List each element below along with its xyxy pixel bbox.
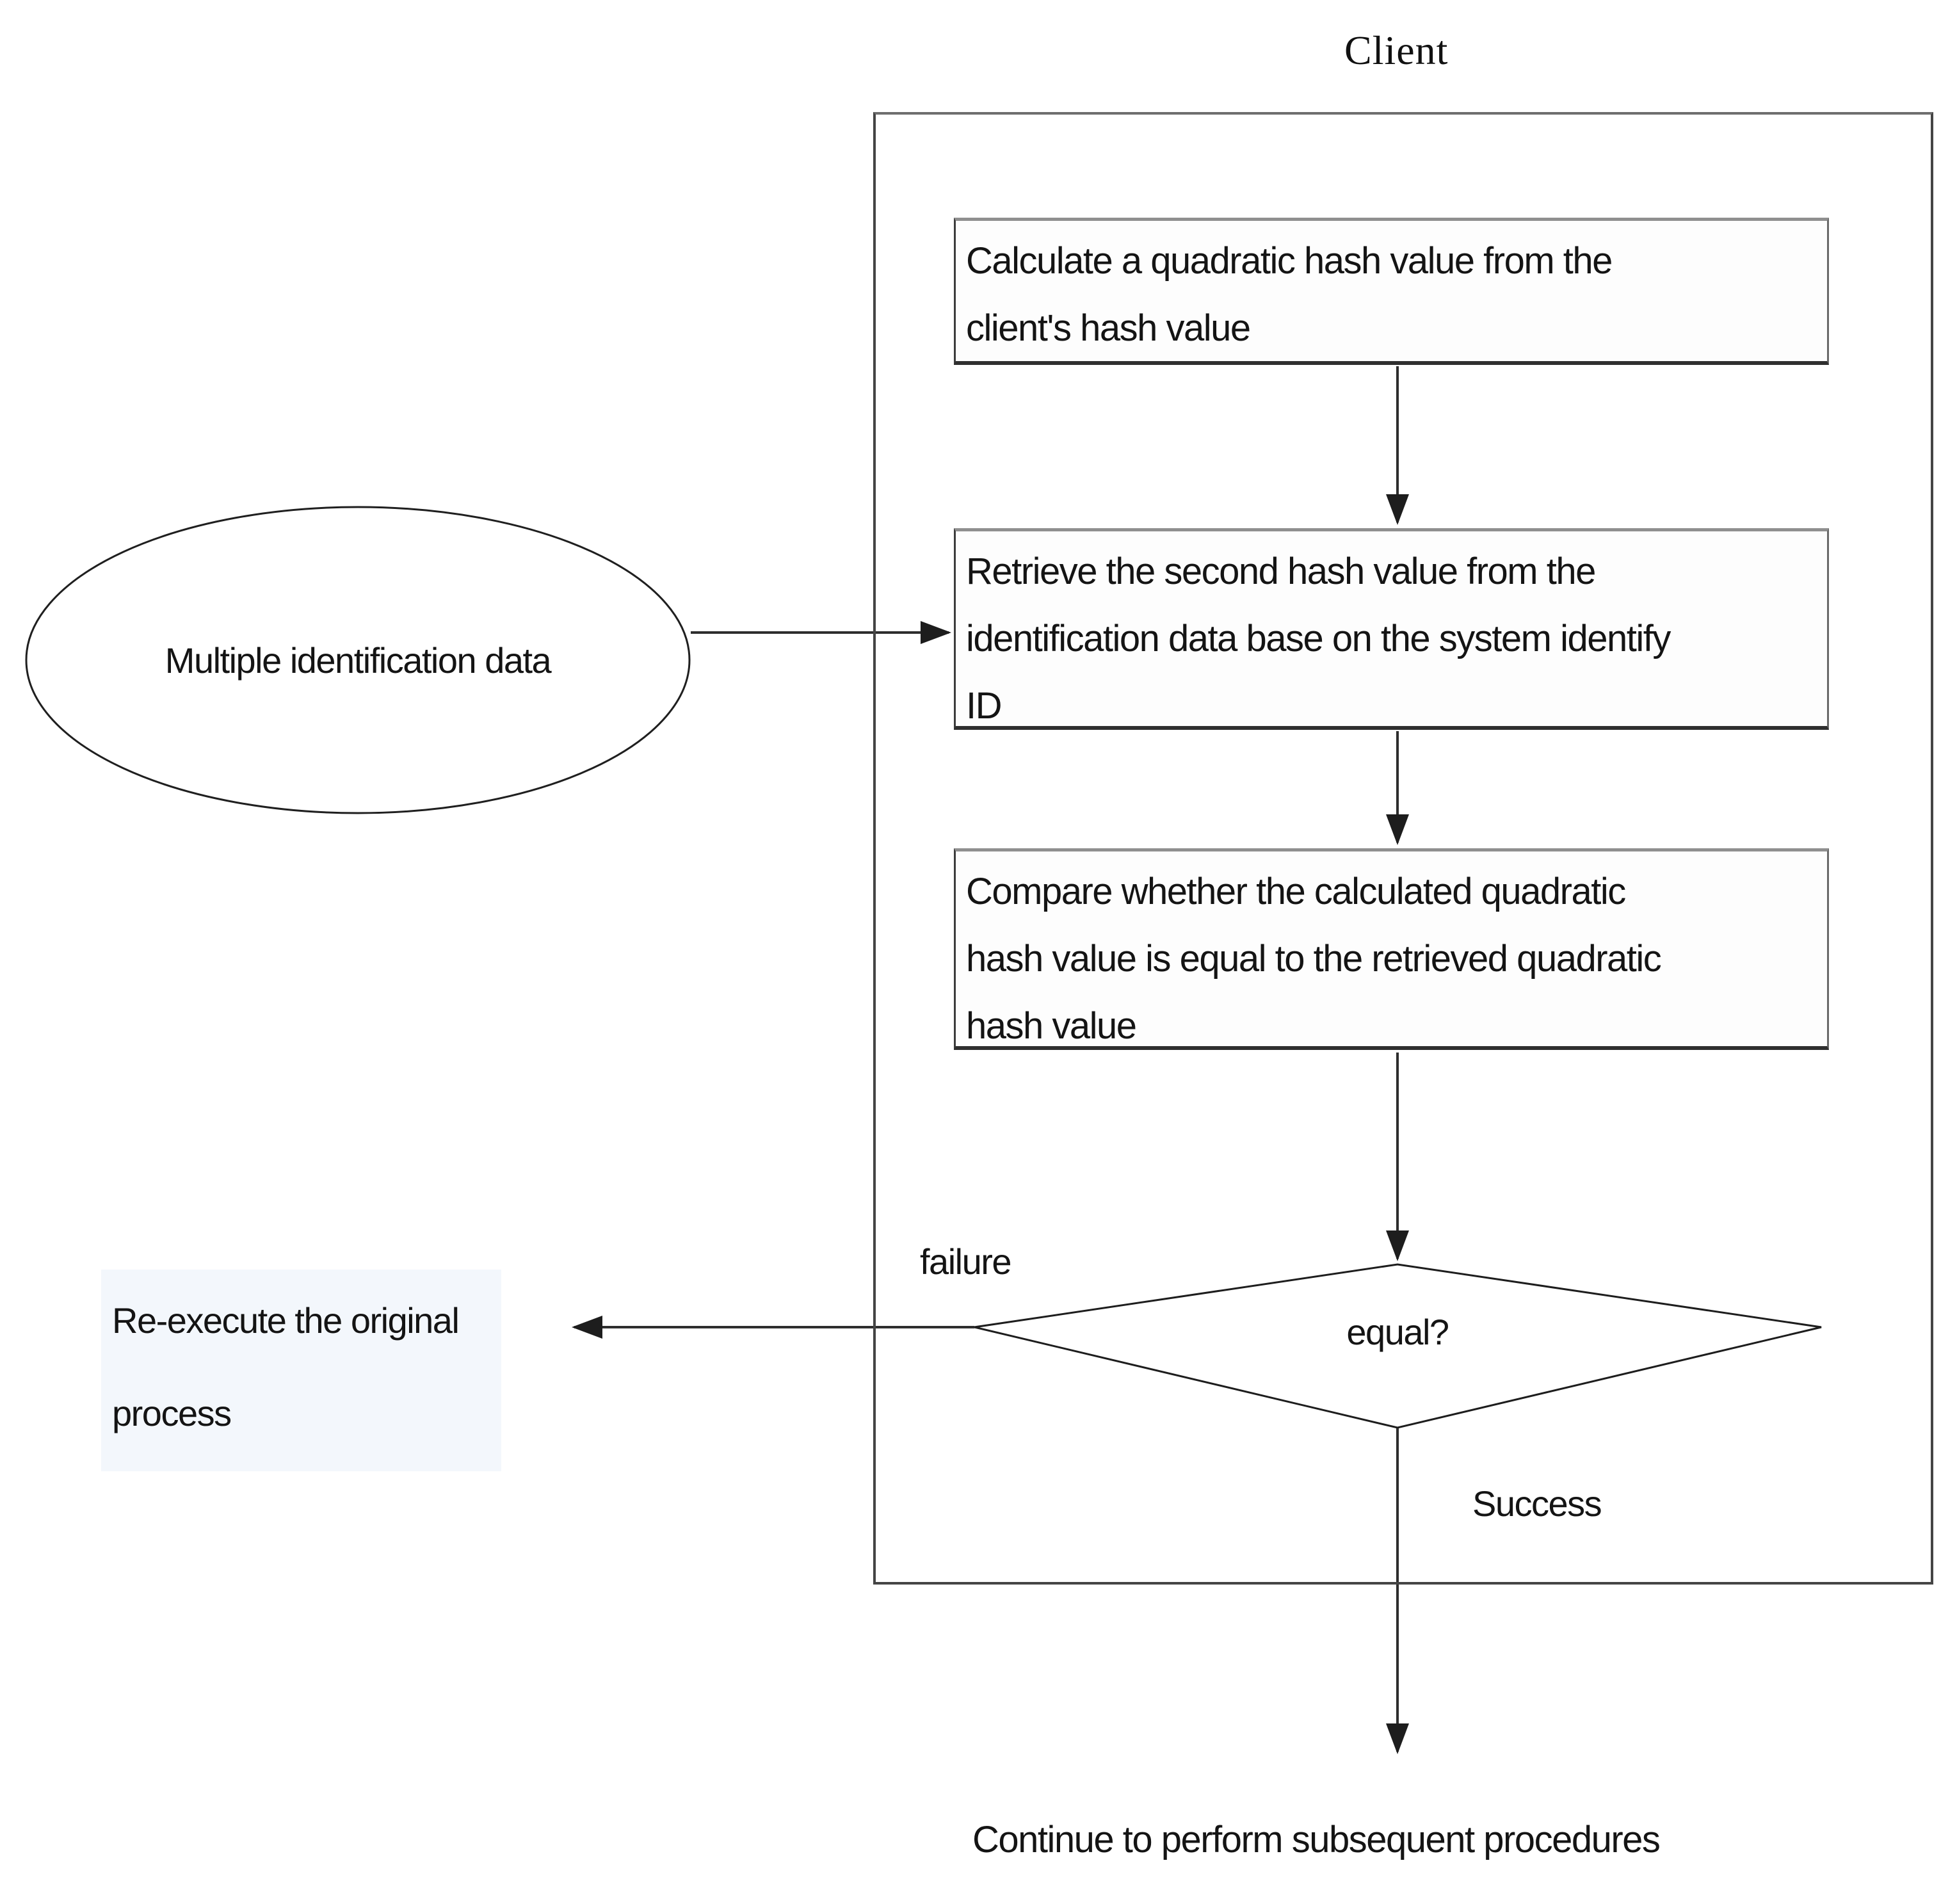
process-box-compare-line2: hash value is equal to the retrieved qua… [966, 938, 1662, 980]
process-box-retrieve-line1: Retrieve the second hash value from the [966, 551, 1596, 592]
process-box-calculate-line2: client's hash value [966, 307, 1251, 349]
process-box-retrieve: Retrieve the second hash value from the … [954, 528, 1829, 730]
reexecute-highlight [101, 1270, 501, 1471]
annotation-continue: Continue to perform subsequent procedure… [972, 1819, 1661, 1860]
edge-label-success: Success [1472, 1483, 1602, 1524]
process-box-retrieve-line2: identification data base on the system i… [966, 618, 1671, 659]
start-ellipse-label: Multiple identification data [165, 640, 552, 681]
process-box-retrieve-line3: ID [966, 685, 1003, 727]
start-ellipse-node: Multiple identification data [26, 507, 689, 813]
process-box-compare-line1: Compare whether the calculated quadratic [966, 871, 1626, 912]
annotation-reexecute-line1: Re-execute the original [112, 1300, 460, 1341]
decision-label: equal? [1346, 1311, 1449, 1352]
process-box-calculate: Calculate a quadratic hash value from th… [954, 218, 1829, 365]
diagram-title: Client [1344, 28, 1449, 73]
decision-node: equal? [1205, 1293, 1590, 1370]
start-ellipse-shape [25, 506, 691, 814]
process-box-compare: Compare whether the calculated quadratic… [954, 848, 1829, 1050]
process-box-calculate-line1: Calculate a quadratic hash value from th… [966, 240, 1613, 282]
edge-label-failure: failure [920, 1241, 1012, 1282]
decision-diamond-shape [974, 1263, 1822, 1429]
annotation-reexecute-line2: process [112, 1393, 232, 1433]
process-box-compare-line3: hash value [966, 1005, 1137, 1047]
client-boundary [873, 112, 1933, 1585]
annotation-reexecute: Re-execute the original process [112, 1300, 460, 1434]
